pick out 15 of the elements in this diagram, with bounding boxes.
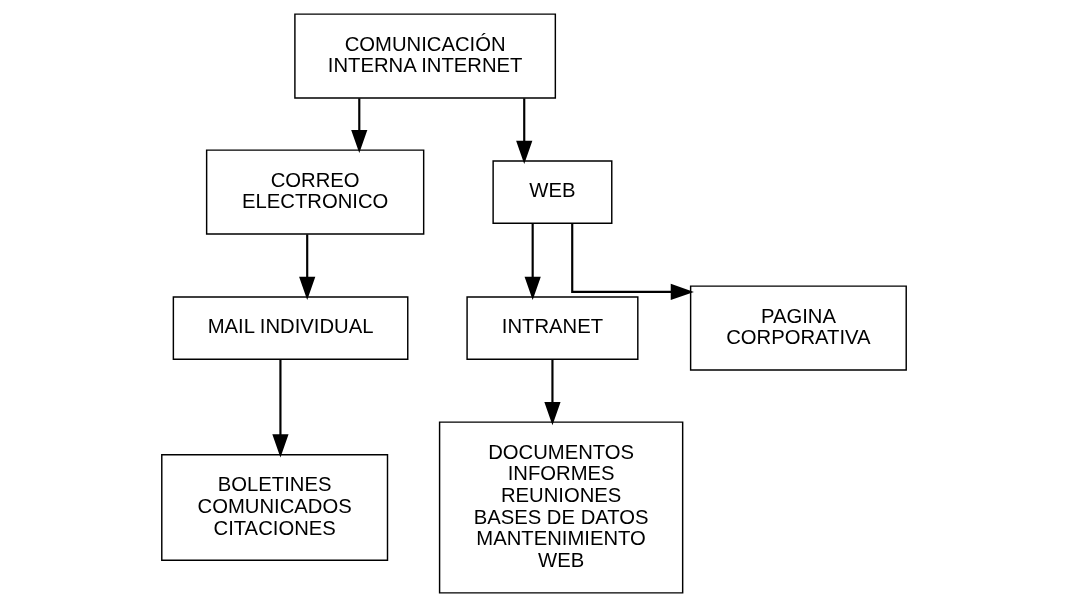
arrow [299, 234, 316, 300]
arrow [571, 223, 694, 301]
node-box: COMUNICACIÓN INTERNA INTERNET [294, 13, 557, 99]
node-box: INTRANET [466, 296, 639, 360]
arrow [272, 359, 289, 458]
arrow [351, 98, 368, 154]
arrow [524, 223, 541, 300]
node-box: PAGINA CORPORATIVA [689, 285, 907, 371]
arrow [544, 359, 561, 426]
arrow [516, 98, 533, 164]
node-box: WEB [492, 160, 613, 224]
node-box: BOLETINES COMUNICADOS CITACIONES [161, 453, 389, 562]
node-box: MAIL INDIVIDUAL [172, 296, 409, 360]
node-box: DOCUMENTOS INFORMES REUNIONES BASES DE DATOS MANTENIMIENTO WEB [438, 421, 684, 594]
node-box: CORREO ELECTRONICO [205, 149, 425, 235]
